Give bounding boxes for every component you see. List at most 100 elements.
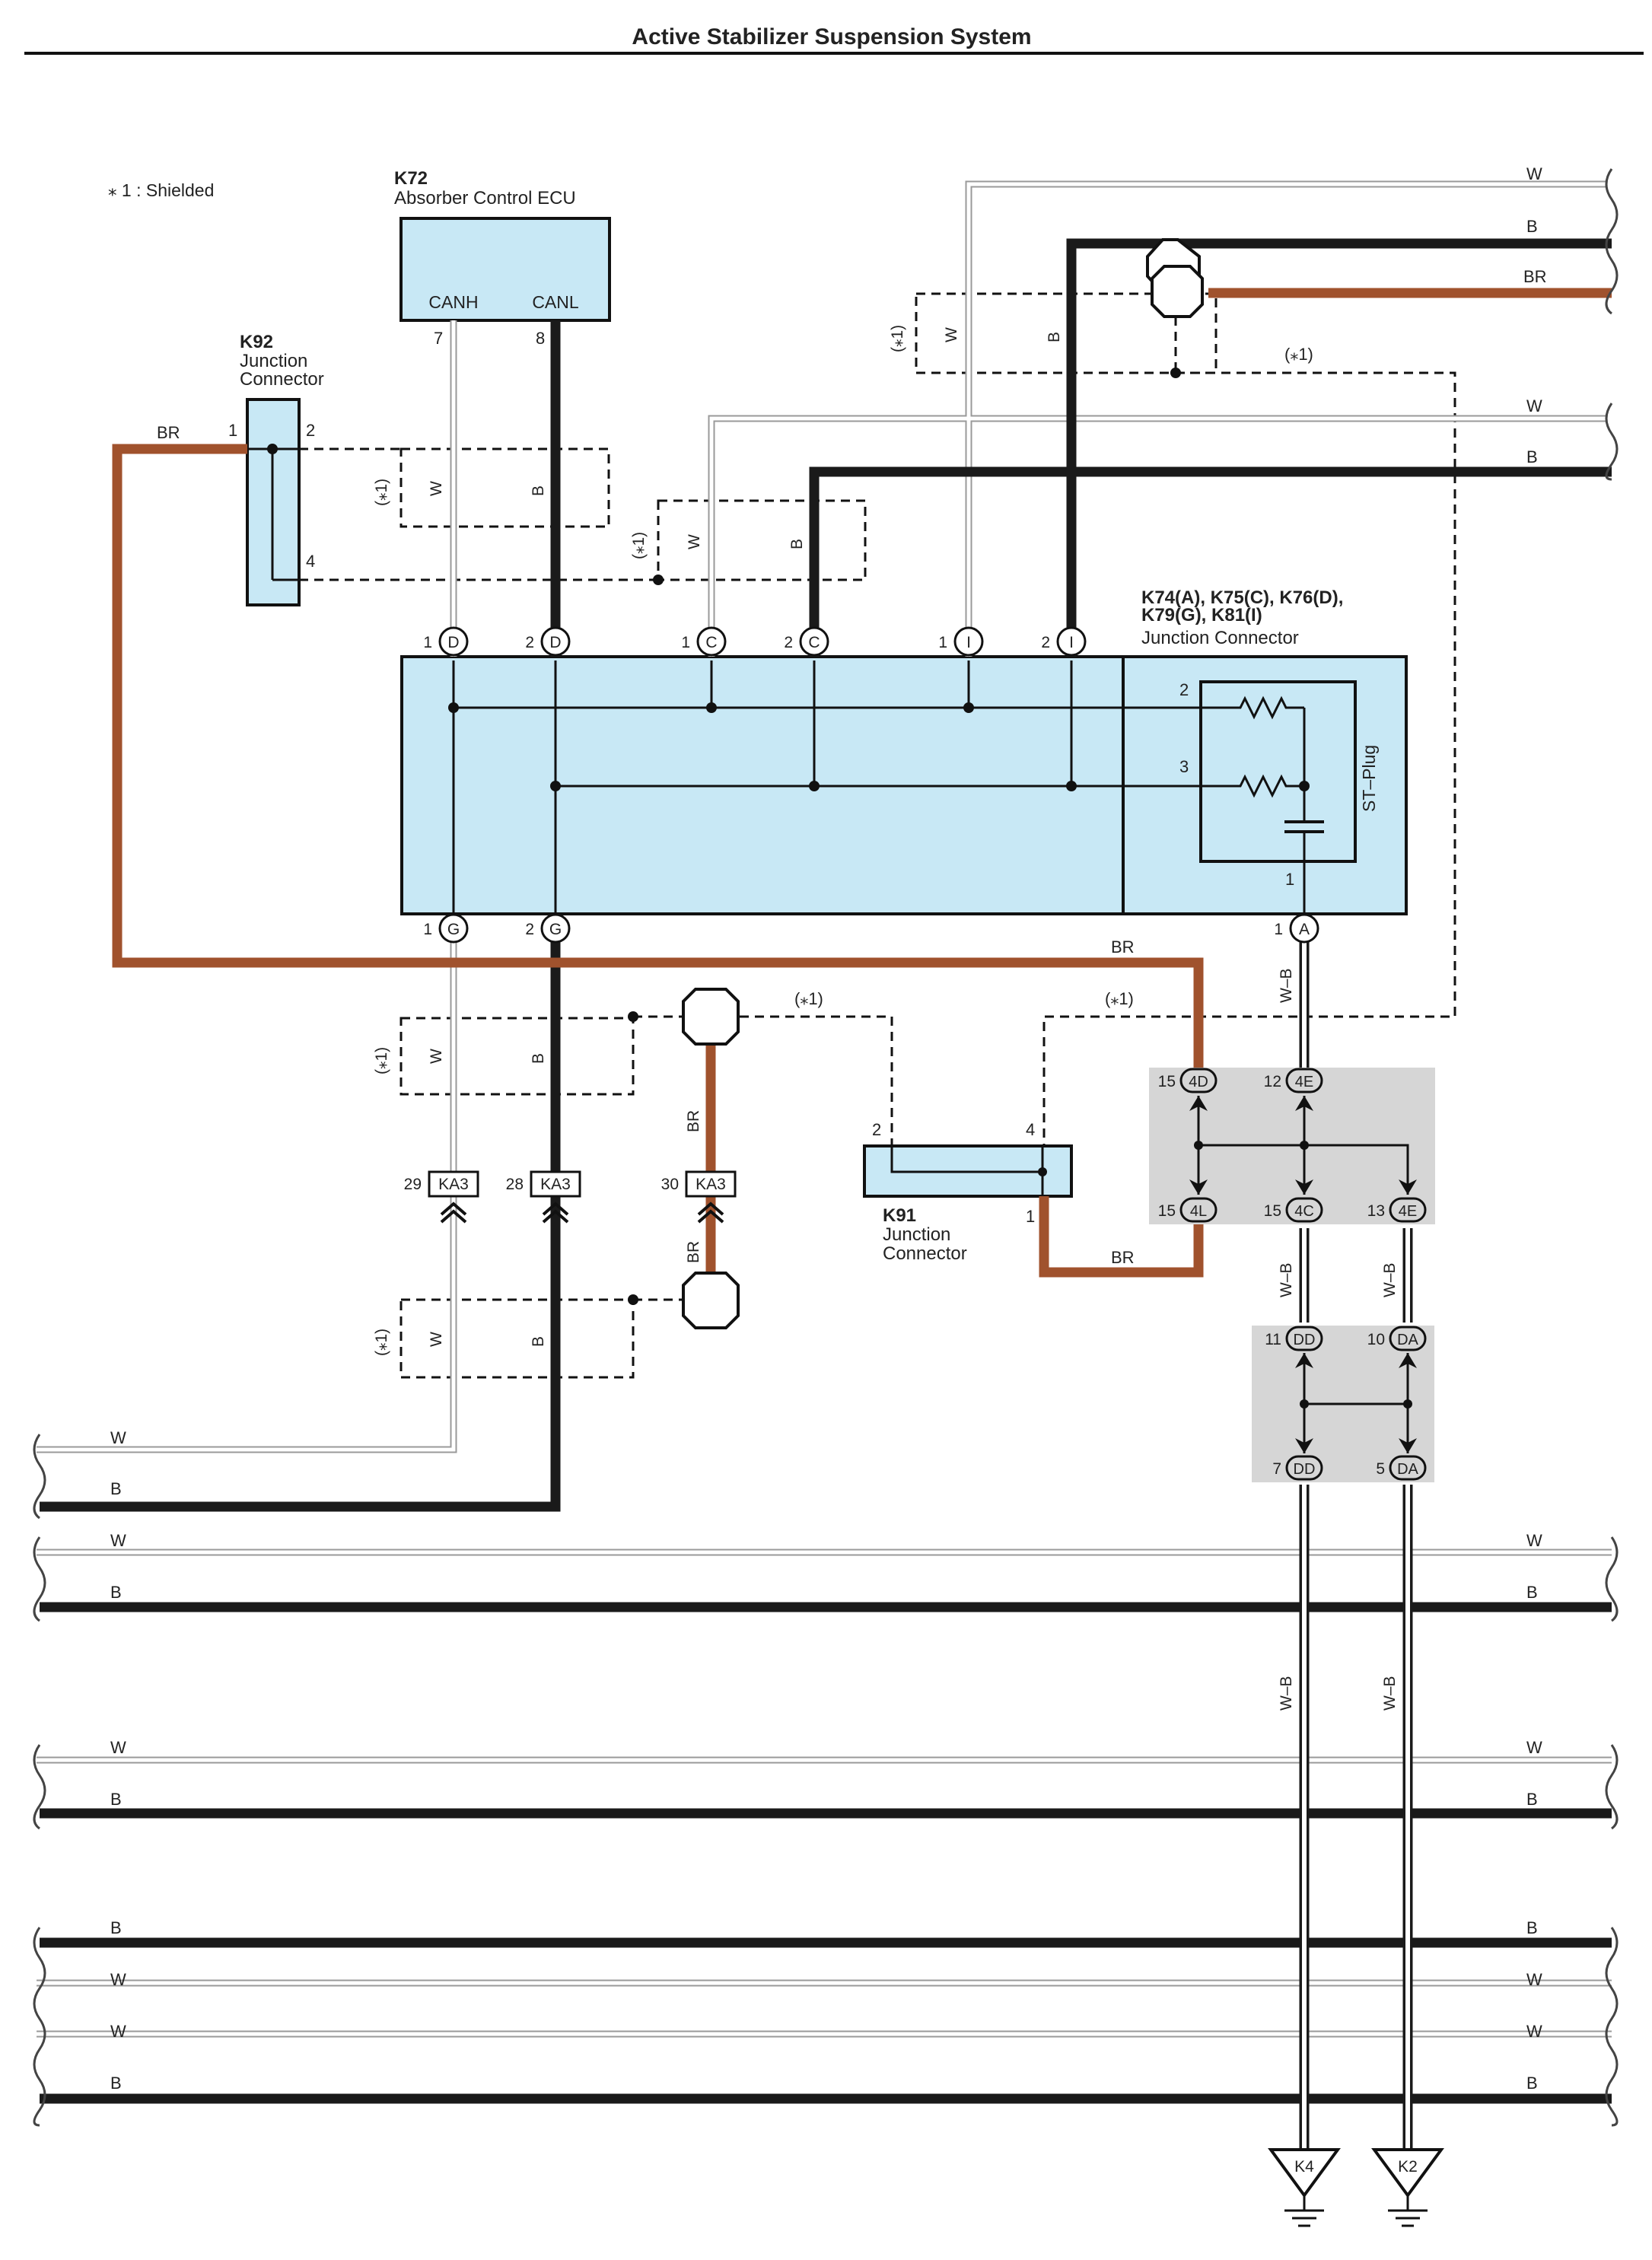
- ground-k4-label: K4: [1294, 2158, 1314, 2176]
- bottom-pin-1-num: 2: [525, 921, 534, 938]
- k92-code: K92: [240, 332, 273, 352]
- g1-1-num: 12: [1264, 1073, 1281, 1090]
- k72-pin7: 7: [434, 329, 443, 348]
- top-pin-1-num: 2: [525, 634, 534, 651]
- shield-label-e: (⁎1): [373, 1047, 390, 1074]
- wire-label-w-r2: W: [1526, 396, 1542, 415]
- k91-line1: Junction: [883, 1224, 950, 1245]
- bottom-pin-2-num: 1: [1274, 921, 1283, 938]
- wire-label-br-v1: BR: [685, 1110, 702, 1132]
- wire-label-br-k91: BR: [1111, 1248, 1135, 1267]
- wire-label-w-2: W: [686, 534, 703, 549]
- wire-label-wb-5: W–B: [1381, 1676, 1399, 1711]
- g2-3-num: 5: [1376, 1460, 1385, 1478]
- ka3-2-code: KA3: [695, 1176, 726, 1193]
- wire-label-b-l2: B: [110, 1583, 122, 1602]
- k92-pin2: 2: [306, 421, 315, 440]
- wire-label-w-l2: W: [110, 1531, 126, 1550]
- splice-group-1-pills: [1179, 1068, 1427, 1223]
- ka3-2-num: 30: [661, 1176, 679, 1193]
- ground-k4: [1268, 2148, 1341, 2227]
- wire-label-b-r5: B: [1526, 1918, 1538, 1937]
- k91-code: K91: [883, 1205, 916, 1226]
- top-pin-4-num: 1: [938, 634, 947, 651]
- k91-dot: [1038, 1167, 1047, 1176]
- wire-label-w-3: W: [943, 327, 960, 342]
- k72-pin8: 8: [536, 329, 545, 348]
- top-pin-5-letter: I: [1069, 634, 1074, 651]
- resistor-2-pin: 2: [1179, 680, 1189, 699]
- wire-label-w-r4: W: [1526, 1738, 1542, 1757]
- splice-group-1-dots: [1194, 1141, 1309, 1150]
- top-pin-0-num: 1: [423, 634, 432, 651]
- bottom-pin-2-letter: A: [1299, 921, 1310, 938]
- jc-label-1: K74(A), K75(C), K76(D),: [1141, 587, 1343, 608]
- bottom-pin-1-letter: G: [549, 921, 562, 938]
- k72-name: Absorber Control ECU: [394, 188, 576, 208]
- shield-label-g: (⁎1): [794, 989, 823, 1008]
- wires-br: [112, 288, 1612, 1278]
- wire-label-br-r1: BR: [1523, 267, 1547, 286]
- wire-label-w-4: W: [428, 1049, 445, 1064]
- g1-2-code: 4L: [1190, 1203, 1207, 1220]
- top-pin-4-letter: I: [966, 634, 971, 651]
- wire-label-b-l1: B: [110, 1479, 122, 1498]
- wire-label-w-l4: W: [110, 1970, 126, 1989]
- shielded-legend: ⁎ 1 : Shielded: [108, 180, 214, 200]
- bus-junction-dots: [448, 702, 1310, 791]
- wires-w-core: [37, 182, 1612, 2036]
- pin-circles: [438, 626, 1319, 944]
- wire-label-b-l3: B: [110, 1790, 122, 1809]
- wire-label-b-1: B: [530, 485, 547, 496]
- top-pin-2-num: 1: [681, 634, 690, 651]
- g2-1-num: 10: [1367, 1331, 1385, 1348]
- g1-4-code: 4E: [1399, 1203, 1417, 1220]
- jc-label-3: Junction Connector: [1141, 628, 1299, 648]
- g1-3-code: 4C: [1294, 1203, 1314, 1220]
- top-pin-5-num: 2: [1041, 634, 1050, 651]
- page-title: Active Stabilizer Suspension System: [632, 24, 1031, 49]
- wire-label-br-k92: BR: [157, 423, 180, 442]
- wire-label-b-4: B: [530, 1053, 547, 1064]
- wires-wb-core: [1302, 930, 1410, 2150]
- k72-canh: CANH: [428, 292, 478, 312]
- wire-label-b-r2: B: [1526, 447, 1538, 466]
- ka3-0-num: 29: [404, 1176, 422, 1193]
- wire-label-br-v2: BR: [685, 1241, 702, 1263]
- st-plug-box: [1199, 680, 1357, 863]
- k72-ecu-box: [399, 217, 611, 322]
- top-pin-2-letter: C: [705, 634, 717, 651]
- wire-label-wb-3: W–B: [1381, 1262, 1399, 1297]
- top-pin-0-letter: D: [447, 634, 459, 651]
- g2-3-code: DA: [1397, 1461, 1418, 1478]
- k72-code: K72: [394, 168, 428, 189]
- ka3-0-code: KA3: [438, 1176, 469, 1193]
- shield-label-h: (⁎1): [1105, 989, 1134, 1008]
- ka3-1-num: 28: [506, 1176, 524, 1193]
- wire-label-w-l1: W: [110, 1428, 126, 1447]
- shield-boxes: [299, 292, 1456, 1379]
- g2-1-code: DA: [1397, 1332, 1418, 1348]
- k91-pin4: 4: [1026, 1120, 1035, 1139]
- g2-2-num: 7: [1272, 1460, 1281, 1478]
- capacitor-pin: 1: [1285, 870, 1294, 889]
- ka3-connectors: [428, 1170, 737, 1224]
- wire-label-b-5: B: [530, 1336, 547, 1347]
- wire-label-w-5: W: [428, 1332, 445, 1347]
- bottom-pin-0-num: 1: [423, 921, 432, 938]
- shield-label-d: (⁎1): [1284, 345, 1313, 364]
- resistor-3: [1225, 774, 1304, 798]
- wire-label-b-3: B: [1046, 332, 1063, 342]
- shield-label-c: (⁎1): [889, 325, 906, 352]
- st-plug-label: ST–Plug: [1359, 745, 1379, 812]
- k92-dot: [267, 444, 278, 454]
- g2-2-code: DD: [1294, 1461, 1316, 1478]
- g1-1-code: 4E: [1295, 1074, 1313, 1090]
- top-pin-3-letter: C: [808, 634, 820, 651]
- wire-label-wb-2: W–B: [1278, 1262, 1295, 1297]
- k92-pin1: 1: [228, 421, 237, 440]
- wire-label-w-l5: W: [110, 2022, 126, 2041]
- wire-label-w-r3: W: [1526, 1531, 1542, 1550]
- g1-0-num: 15: [1158, 1073, 1176, 1090]
- bottom-pin-0-letter: G: [447, 921, 460, 938]
